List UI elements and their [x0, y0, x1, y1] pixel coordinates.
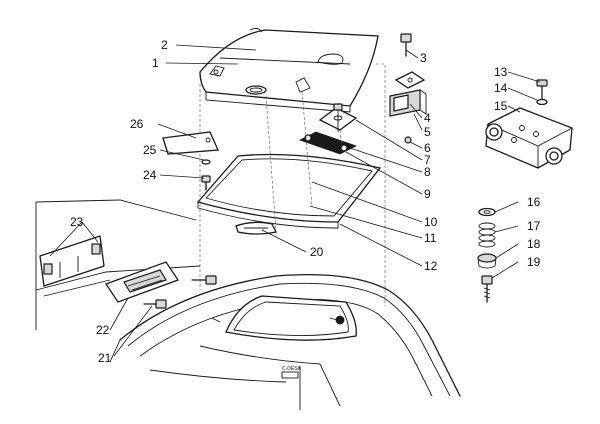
washer-14 — [536, 98, 548, 106]
callout-3: 3 — [420, 51, 427, 65]
callout-25: 25 — [143, 143, 157, 157]
callout-19: 19 — [527, 255, 541, 269]
sunroof-glass-panel — [196, 153, 382, 229]
callout-labels: 2 1 3 4 5 6 7 8 9 10 11 12 13 14 15 16 1… — [70, 38, 541, 365]
washer-25 — [201, 159, 211, 165]
bolt-21 — [143, 275, 217, 309]
callout-21: 21 — [98, 351, 112, 365]
seal-block — [389, 89, 427, 117]
washer-16 — [478, 207, 496, 217]
screw-13 — [536, 79, 548, 101]
interior-lamp-20 — [235, 221, 277, 235]
callout-26: 26 — [130, 117, 144, 131]
car-roof-body — [109, 274, 461, 410]
callout-10: 10 — [424, 215, 438, 229]
latch-22 — [105, 261, 179, 303]
sunroof-cover-panel — [199, 27, 379, 113]
car-label: C-DESK — [282, 366, 302, 372]
callout-13: 13 — [494, 65, 508, 79]
bolt-19 — [481, 275, 493, 303]
callout-12: 12 — [424, 259, 438, 273]
callout-24: 24 — [143, 168, 157, 182]
callout-7: 7 — [424, 153, 431, 167]
side-trim-23 — [35, 199, 201, 330]
screw-3 — [400, 33, 412, 57]
bracket-26 — [162, 131, 219, 155]
callout-17: 17 — [527, 219, 541, 233]
bolt-24 — [201, 175, 211, 191]
callout-11: 11 — [424, 231, 437, 245]
screw-6-small — [404, 136, 412, 144]
bolt-6 — [333, 103, 343, 132]
callout-4: 4 — [424, 111, 431, 125]
callout-9: 9 — [424, 187, 431, 201]
rear-bracket — [298, 131, 358, 155]
callout-20: 20 — [310, 245, 324, 259]
hinge-bracket-15 — [485, 107, 573, 169]
callout-22: 22 — [96, 323, 110, 337]
callout-1: 1 — [152, 56, 159, 70]
callout-5: 5 — [424, 125, 431, 139]
callout-2: 2 — [161, 38, 168, 52]
callout-14: 14 — [494, 81, 508, 95]
spring-17 — [478, 222, 496, 248]
callout-16: 16 — [527, 195, 541, 209]
callout-18: 18 — [527, 237, 541, 251]
callout-8: 8 — [424, 165, 431, 179]
callout-15: 15 — [494, 99, 508, 113]
clip-4 — [394, 71, 426, 89]
leader-lines — [49, 44, 541, 357]
callout-6: 6 — [424, 141, 431, 155]
callout-23: 23 — [70, 215, 84, 229]
cup-18 — [477, 253, 497, 269]
